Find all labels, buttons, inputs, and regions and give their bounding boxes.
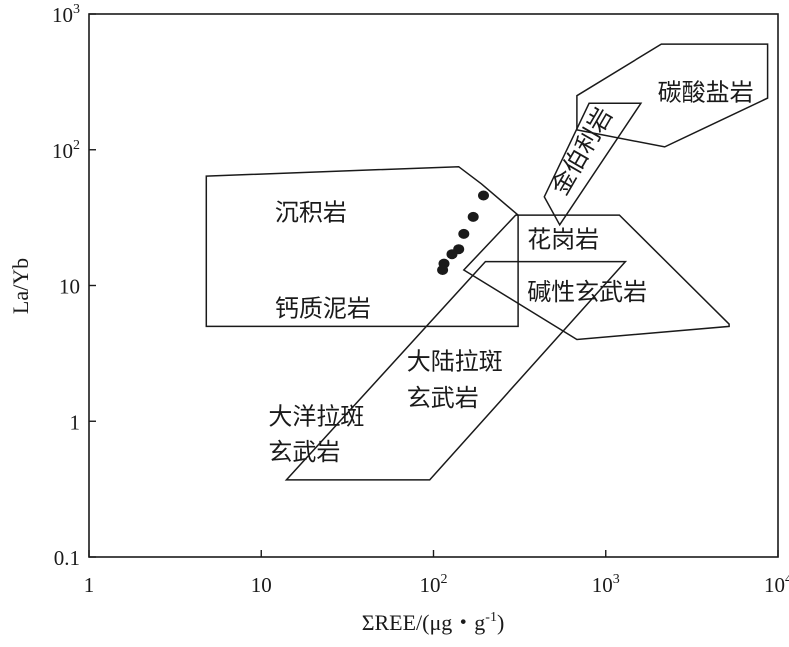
field-label-1-0: 钙质泥岩	[275, 295, 371, 323]
field-label-0-0: 沉积岩	[275, 199, 347, 227]
y-tick-label-1: 1	[70, 410, 81, 434]
data-point-0	[478, 190, 489, 201]
y-tick-label-4: 103	[52, 2, 80, 27]
field-label-6-0: 大陆拉斑	[407, 348, 503, 376]
x-tick-label-1: 10	[251, 573, 272, 597]
data-point-2	[458, 228, 470, 239]
x-axis-ticks: 1 10 102 103 104	[84, 550, 789, 597]
field-label-6-1: 玄武岩	[407, 384, 479, 412]
field-boundary-4	[462, 214, 730, 341]
field-label-7-0: 大洋拉斑	[268, 402, 364, 430]
y-axis-ticks: 0.1 1 10 102 103	[52, 2, 96, 570]
x-axis-label: ΣREE/(μg・g-1)	[362, 610, 505, 635]
x-tick-label-3: 103	[592, 572, 620, 597]
field-label-2-0: 碳酸盐岩	[658, 79, 754, 107]
field-label-4-0: 花岗岩	[527, 226, 599, 254]
x-tick-label-4: 104	[764, 572, 789, 597]
field-label-7-1: 玄武岩	[268, 438, 340, 466]
data-points	[437, 190, 489, 275]
y-tick-label-3: 102	[52, 138, 80, 163]
y-tick-label-2: 10	[59, 275, 80, 299]
field-boundary-6	[284, 260, 628, 481]
y-axis-label: La/Yb	[8, 258, 33, 314]
x-axis-label-close: )	[497, 610, 504, 635]
x-tick-label-2: 102	[420, 572, 448, 597]
field-label-5-0: 碱性玄武岩	[527, 278, 647, 306]
field-boundaries	[205, 43, 769, 481]
data-point-1	[467, 211, 479, 222]
x-axis-label-exponent: -1	[485, 610, 497, 625]
x-tick-label-0: 1	[84, 573, 95, 597]
y-tick-label-0: 0.1	[54, 546, 80, 570]
data-point-4	[446, 249, 458, 260]
data-point-6	[437, 265, 449, 275]
